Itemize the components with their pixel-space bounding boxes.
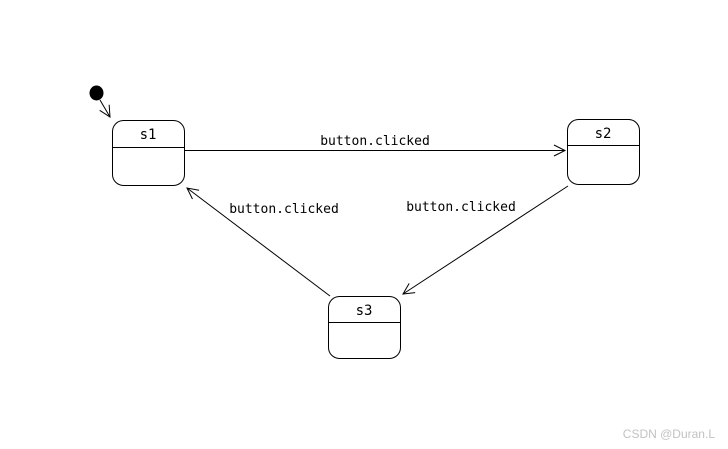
transition-s1-s2: button.clicked [185,134,567,157]
state-s2-label: s2 [595,126,612,142]
state-s2: s2 [567,119,640,185]
state-s3-label: s3 [356,303,373,319]
state-s3: s3 [328,296,401,359]
state-s2-box [567,119,640,185]
transition-s3-s1-line [186,187,331,297]
state-s1-label: s1 [140,127,157,143]
transition-s3-s1: button.clicked [186,187,339,297]
transition-s1-s2-label: button.clicked [320,134,430,149]
state-s1-box [112,120,185,186]
transition-s2-s3: button.clicked [402,185,569,295]
initial-state-dot [89,85,104,101]
transition-s3-s1-label: button.clicked [229,202,339,217]
csdn-watermark: CSDN @Duran.L [622,427,715,441]
transition-s2-s3-line [402,185,569,295]
transition-s2-s3-label: button.clicked [406,200,516,215]
initial-transition-arrow [99,99,111,118]
state-s3-box [328,296,401,359]
state-s1: s1 [112,120,185,186]
